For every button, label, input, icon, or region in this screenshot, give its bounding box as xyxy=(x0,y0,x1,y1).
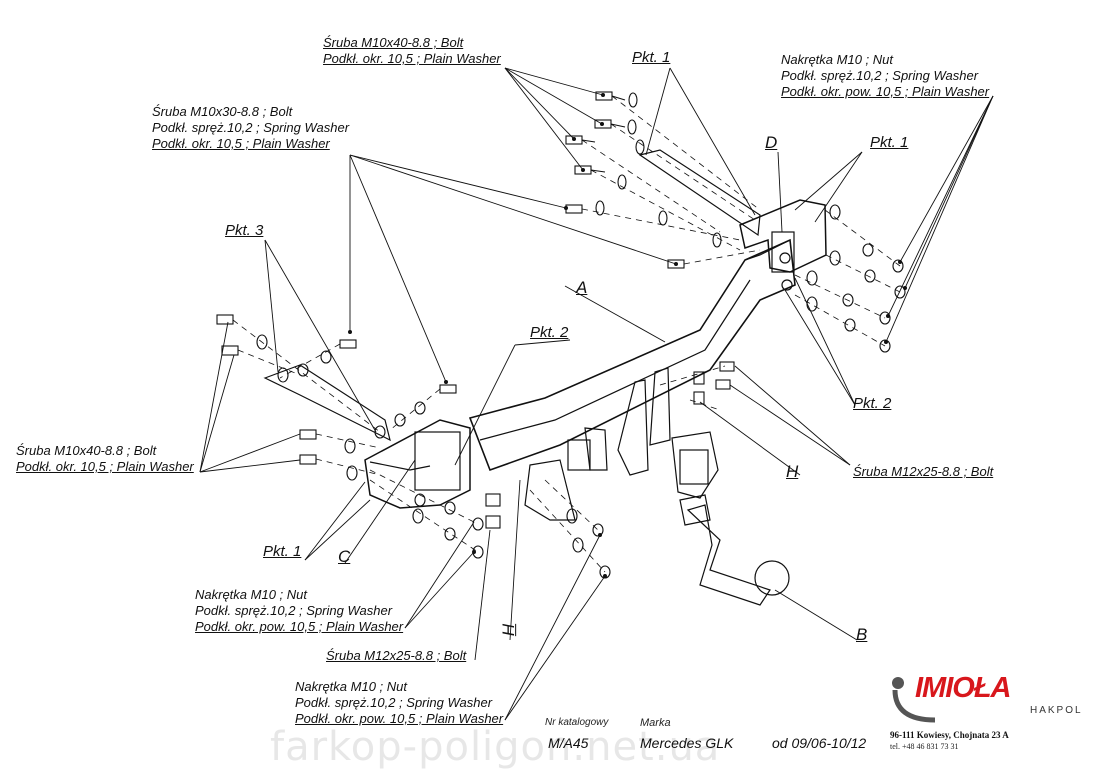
label-bolt-m10x30: Śruba M10x30-8.8 ; Bolt xyxy=(152,104,293,119)
callout-pkt1-top: Pkt. 1 xyxy=(632,49,671,66)
label-plain-washer-bottom: Podkł. okr. pow. 10,5 ; Plain Washer xyxy=(295,711,504,726)
callout-pkt2-mid: Pkt. 2 xyxy=(530,324,569,341)
label-spring-washer-bottom: Podkł. spręż.10,2 ; Spring Washer xyxy=(295,695,493,710)
socket-plate xyxy=(524,459,576,521)
catalog-label: Nr katalogowy xyxy=(545,717,609,728)
label-bolt-m10x40-top: Śruba M10x40-8.8 ; Bolt xyxy=(323,35,464,50)
h-bracket xyxy=(671,431,719,499)
part-label-a: A xyxy=(576,278,588,297)
callout-pkt1-left: Pkt. 1 xyxy=(263,543,302,560)
label-plain-washer-mid: Podkł. okr. pow. 10,5 ; Plain Washer xyxy=(195,619,404,634)
label-washer-top: Podkł. okr. 10,5 ; Plain Washer xyxy=(323,51,501,66)
label-plain-washer-top: Podkł. okr. 10,5 ; Plain Washer xyxy=(152,136,330,151)
catalog-value: M/A45 xyxy=(548,735,589,751)
company-phone: tel. +48 46 831 73 31 xyxy=(890,742,959,751)
imiola-logo-mark xyxy=(892,689,936,723)
bracket-c xyxy=(364,419,471,509)
label-bolt-m10x40-left: Śruba M10x40-8.8 ; Bolt xyxy=(16,443,157,458)
crossbar-a xyxy=(468,238,796,472)
watermark: farkop-poligon.net.ua xyxy=(270,724,721,770)
brand-label: Marka xyxy=(640,717,671,729)
callout-pkt3: Pkt. 3 xyxy=(225,222,264,239)
part-label-d: D xyxy=(765,133,778,152)
tow-ball-neck xyxy=(686,504,771,606)
tow-ball xyxy=(754,560,790,596)
label-bolt-m12-mid: Śruba M12x25-8.8 ; Bolt xyxy=(326,648,467,663)
part-label-h-right: H xyxy=(786,462,799,481)
company-logo-text: IMIOŁA xyxy=(915,672,1011,704)
side-plate-top xyxy=(638,149,761,237)
callout-pkt2-right: Pkt. 2 xyxy=(853,395,892,412)
date-range: od 09/06-10/12 xyxy=(772,735,867,751)
part-label-b: B xyxy=(856,625,868,644)
callout-pkt1-right: Pkt. 1 xyxy=(870,134,909,151)
label-spring-washer-mid: Podkł. spręż.10,2 ; Spring Washer xyxy=(195,603,393,618)
label-washer-left: Podkł. okr. 10,5 ; Plain Washer xyxy=(16,459,194,474)
label-bolt-m12-right: Śruba M12x25-8.8 ; Bolt xyxy=(853,464,994,479)
hanger-2 xyxy=(649,367,671,446)
company-logo-sub: HAKPOL xyxy=(1030,705,1083,716)
part-label-c: C xyxy=(338,547,351,566)
part-label-h-bottom: H xyxy=(499,623,519,637)
label-spring-washer-right: Podkł. spręż.10,2 ; Spring Washer xyxy=(781,68,979,83)
label-spring-washer-top: Podkł. spręż.10,2 ; Spring Washer xyxy=(152,120,350,135)
label-nut-bottom: Nakrętka M10 ; Nut xyxy=(295,679,407,694)
label-nut-mid: Nakrętka M10 ; Nut xyxy=(195,587,307,602)
side-plate-left xyxy=(263,364,391,442)
brand-value: Mercedes GLK xyxy=(640,735,734,751)
label-nut-right: Nakrętka M10 ; Nut xyxy=(781,52,893,67)
company-address: 96-111 Kowiesy, Chojnata 23 A xyxy=(890,730,1009,740)
hanger-1 xyxy=(617,379,649,476)
label-plain-washer-right: Podkł. okr. pow. 10,5 ; Plain Washer xyxy=(781,84,990,99)
